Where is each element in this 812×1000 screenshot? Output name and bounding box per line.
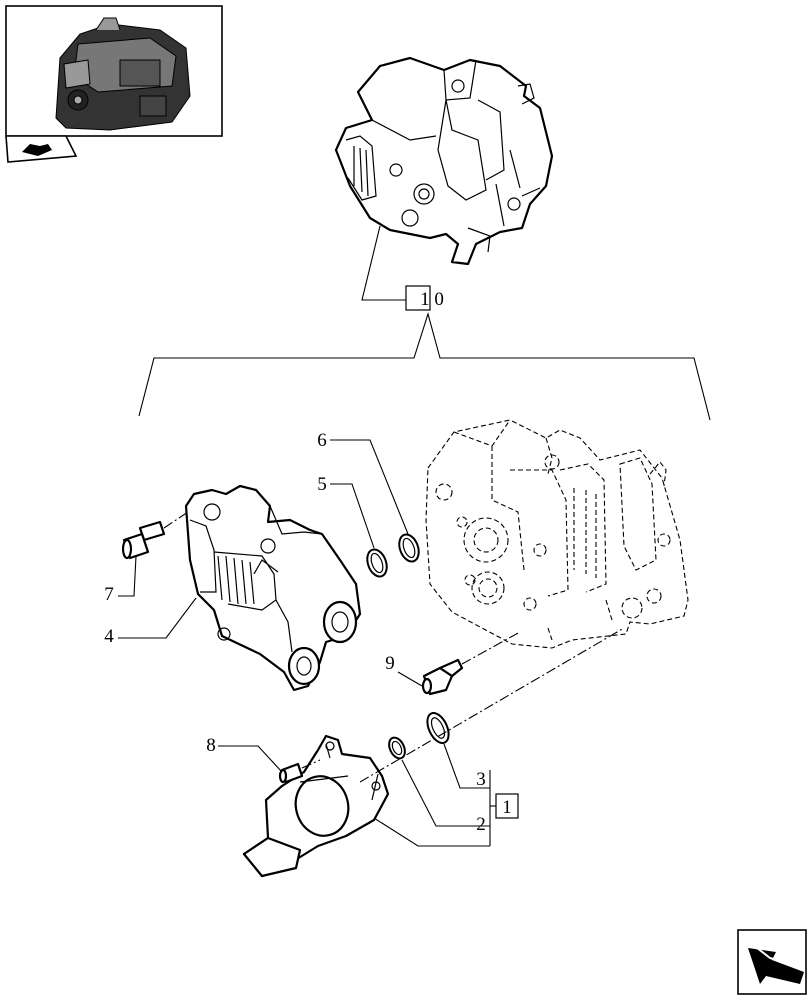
main-assembly-reference: 1 0 (405, 285, 444, 311)
sub-assembly-reference: 1 (495, 793, 519, 819)
leader-6 (330, 439, 409, 535)
part-6-o-ring (398, 533, 420, 563)
callout-7: 7 (104, 584, 114, 605)
next-page-arrow-icon[interactable] (737, 929, 807, 995)
part-9-sensor (421, 658, 464, 696)
leader-7 (118, 555, 137, 597)
leader-8 (218, 745, 283, 773)
callout-5: 5 (317, 474, 327, 495)
callout-4: 4 (104, 626, 114, 647)
leader-5 (330, 483, 375, 549)
part-1-metering-valve (242, 734, 390, 878)
engine-thumbnail-icon[interactable] (5, 5, 223, 137)
leader-1 (373, 817, 490, 847)
part-7-bolt (121, 520, 166, 560)
leader-3 (443, 743, 490, 789)
valve-1-axis (359, 627, 625, 783)
callout-2: 2 (476, 814, 486, 835)
leader-2 (401, 759, 490, 827)
pump-body-dashed (425, 419, 689, 649)
book-icon[interactable] (5, 135, 78, 163)
part-5-o-ring (366, 548, 388, 578)
callout-6: 6 (317, 430, 327, 451)
main-assembly-leader (361, 225, 406, 301)
part-8-screw (278, 762, 304, 784)
part-2-o-ring (388, 736, 406, 760)
main-assembly-ref-text: 1 0 (420, 289, 444, 310)
bolt-7-axis (163, 511, 189, 529)
sub-assembly-ref-text: 1 (502, 797, 512, 818)
callout-8: 8 (206, 735, 216, 756)
callout-9: 9 (385, 653, 395, 674)
callout-3: 3 (476, 769, 486, 790)
screw-8-axis (301, 759, 321, 769)
sensor-9-axis (461, 631, 521, 665)
leader-4 (118, 597, 197, 639)
leader-9 (397, 671, 423, 687)
high-pressure-pump-complete (334, 56, 554, 266)
part-4-housing (184, 484, 362, 692)
part-3-o-ring (426, 712, 450, 744)
assembly-bracket (138, 312, 711, 421)
